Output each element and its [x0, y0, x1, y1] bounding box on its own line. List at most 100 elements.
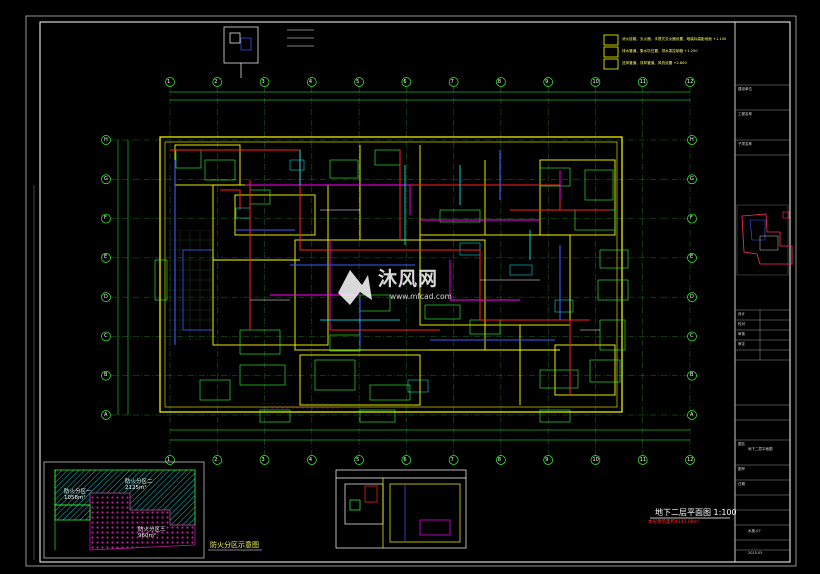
title-block-value: 2015.05 [748, 551, 763, 555]
grid-axis-label: F [690, 215, 693, 222]
watermark-logo [338, 270, 372, 305]
grid-bubble [687, 135, 697, 145]
drawing-title: 地下二层平面图 1:100 [655, 508, 737, 517]
grid-bubble [354, 77, 364, 87]
grid-axis-label: F [104, 215, 107, 222]
grid-bubble [496, 455, 506, 465]
grid-axis-label: A [104, 411, 108, 418]
grid-axis-label: B [690, 372, 694, 379]
grid-axis-label: 8 [497, 456, 502, 463]
grid-bubble [590, 77, 601, 87]
title-block-field: 审核 [738, 332, 745, 336]
grid-bubble [101, 174, 111, 185]
grid-axis-label: 12 [687, 78, 694, 85]
grid-bubble [448, 455, 459, 465]
grid-bubble [590, 455, 601, 465]
grid-bubble [496, 77, 506, 87]
fire-zone-title: 防火分区示意图 [210, 541, 259, 549]
grid-bubble [212, 77, 223, 87]
grid-axis-label: 4 [308, 456, 312, 463]
legend-note: 排水管道、集水坑位置、排水泵控制箱 +1.200 [622, 49, 698, 53]
grid-axis-label: 1 [167, 78, 171, 85]
title-block-field: 图名 [738, 442, 745, 446]
grid-bubble [687, 331, 697, 342]
grid-bubble [101, 253, 111, 263]
grid-axis-label: 3 [261, 456, 265, 463]
grid-axis-label: H [690, 136, 694, 143]
title-block-value: 水施-07 [748, 529, 761, 533]
grid-axis-label: 4 [308, 78, 312, 85]
grid-axis-label: 8 [497, 78, 502, 85]
grid-bubble [306, 77, 317, 87]
grid-bubble [165, 455, 175, 465]
grid-axis-label: H [104, 136, 108, 143]
title-block-field: 审定 [738, 342, 745, 346]
grid-axis-label: 5 [356, 78, 360, 85]
legend-note: 送风管道、排风管道、风机设置 +2.800 [622, 61, 687, 65]
grid-axis-label: C [104, 332, 108, 339]
top-detail [223, 26, 314, 78]
grid-axis-label: C [690, 332, 694, 339]
grid-bubble [687, 370, 697, 381]
grid-axis-label: G [104, 175, 108, 182]
grid-bubble [165, 77, 175, 87]
grid-bubble [685, 77, 695, 87]
grid-bubble [448, 77, 459, 87]
watermark-url: www.mfcad.com [390, 292, 452, 301]
grid-bubble [212, 455, 223, 465]
title-block-field: 图号 [738, 467, 745, 471]
grid-axis-label: 12 [687, 456, 694, 463]
legend-note: 消火栓箱、灭火器、手提式灭火器设置，暗装标高距地面 +1.100 [622, 37, 727, 41]
title-block-field: 校对 [738, 322, 745, 326]
grid-bubble [687, 292, 697, 302]
grid-bubble [687, 213, 697, 224]
grid-bubble [687, 174, 697, 185]
grid-axis-label: 2 [214, 78, 218, 85]
grid-axis-label: 7 [450, 78, 454, 85]
title-block-field: 工程名称 [738, 112, 752, 116]
grid-bubble [101, 213, 111, 224]
grid-axis-label: D [104, 293, 108, 300]
grid-axis-label: 10 [592, 456, 599, 463]
title-block-value: 地下二层平面图 [748, 447, 773, 451]
grid-axis-label: E [104, 254, 108, 261]
grid-axis-label: 5 [356, 456, 360, 463]
grid-axis-label: 7 [450, 456, 454, 463]
title-block-field: 日期 [738, 482, 745, 486]
grid-bubble [101, 135, 111, 145]
sheet-border [25, 15, 797, 567]
grid-bubble [259, 77, 270, 87]
grid-bubble [101, 370, 111, 381]
grid-bubble [101, 410, 111, 420]
watermark-text: 沐风网 [378, 268, 439, 290]
grid-axis-label: 10 [592, 78, 599, 85]
title-block-field: 设计 [738, 312, 745, 316]
title-block [734, 22, 793, 562]
grid-bubble [685, 455, 695, 465]
grid-axis-label: 6 [403, 78, 407, 85]
pipe-network [170, 149, 610, 395]
title-block-field: 建设单位 [738, 87, 752, 91]
grid-bubble [687, 253, 697, 263]
fire-zone-diagram [43, 461, 205, 559]
grid-axis-label: E [690, 254, 694, 261]
sheet-inner-border [39, 21, 791, 563]
grid-axis-label: 9 [545, 78, 549, 85]
grid-bubble [354, 455, 364, 465]
key-plan [736, 204, 789, 276]
grid-axis-label: 9 [545, 456, 549, 463]
grid-bubble [637, 77, 648, 87]
grid-bubble [543, 77, 554, 87]
grid-axis-label: A [690, 411, 694, 418]
title-block-field: 子项名称 [738, 142, 752, 146]
grid-bubble [101, 292, 111, 302]
grid-axis-label: B [104, 372, 108, 379]
grid-axis-label: 2 [214, 456, 218, 463]
grid-axis-label: D [690, 293, 694, 300]
grid-bubble [637, 455, 648, 465]
grid-axis-label: 1 [167, 456, 171, 463]
